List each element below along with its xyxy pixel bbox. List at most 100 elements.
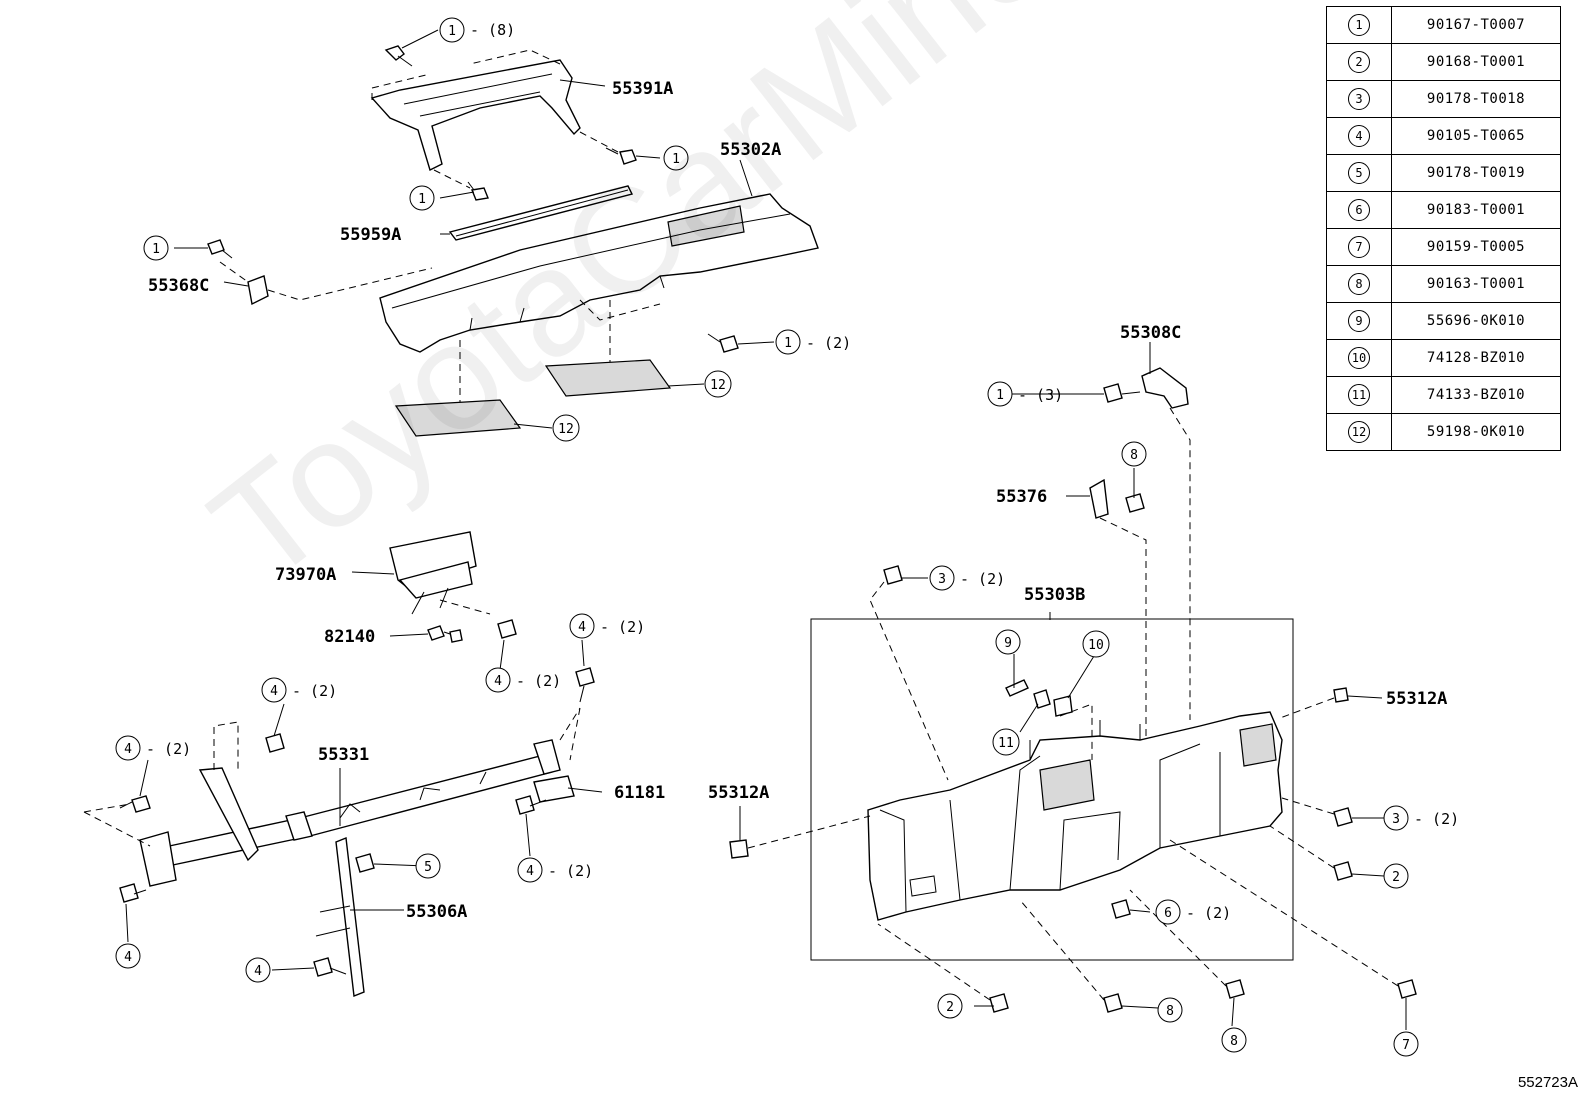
label-55331: 55331 <box>318 745 369 765</box>
callout-4-qty2-b: 4 - (2) <box>485 667 561 693</box>
panel-55303B <box>867 711 1283 921</box>
svg-text:1: 1 <box>996 388 1004 403</box>
svg-text:4: 4 <box>124 742 132 757</box>
callout-2-bottom: 2 <box>937 993 963 1019</box>
legend-part-number: 90163-T0001 <box>1391 265 1561 303</box>
bolt-55391A-right <box>605 147 637 165</box>
legend-part-number: 55696-0K010 <box>1391 302 1561 340</box>
callout-2-right: 2 <box>1383 863 1409 889</box>
bracket-55376 <box>1089 478 1109 519</box>
bolt-center-low <box>515 795 547 815</box>
legend-part-number: 90183-T0001 <box>1391 191 1561 229</box>
clip-6 <box>1111 899 1131 919</box>
legend-part-number: 90159-T0005 <box>1391 228 1561 266</box>
svg-text:10: 10 <box>1088 638 1104 653</box>
svg-text:- (8): - (8) <box>470 21 515 39</box>
callout-8-top: 8 <box>1121 441 1147 467</box>
label-55302A: 55302A <box>720 140 781 160</box>
bolt-bottom-left <box>313 957 347 977</box>
legend-part-number: 90167-T0007 <box>1391 6 1561 44</box>
bolt-airbag <box>497 619 517 639</box>
svg-text:11: 11 <box>998 736 1014 751</box>
bolt-55376 <box>1125 493 1145 513</box>
svg-text:4: 4 <box>578 620 586 635</box>
callout-4-a: 4 <box>115 943 141 969</box>
svg-text:8: 8 <box>1166 1004 1174 1019</box>
svg-text:2: 2 <box>1392 870 1400 885</box>
svg-text:7: 7 <box>1402 1038 1410 1053</box>
svg-text:4: 4 <box>526 864 534 879</box>
svg-text:1: 1 <box>418 192 426 207</box>
legend-ref: 10 <box>1348 347 1370 369</box>
pad-12-right <box>544 359 672 397</box>
callout-1-b: 1 <box>409 185 435 211</box>
callout-1-qty2: 1 - (2) <box>775 329 851 355</box>
svg-text:12: 12 <box>710 378 726 393</box>
bolt-center-top <box>575 667 595 703</box>
svg-text:- (2): - (2) <box>806 334 851 352</box>
legend-ref: 7 <box>1348 236 1370 258</box>
part-labels: 55391A 55302A 55959A 55368C 55308C 55376… <box>148 79 1447 922</box>
legend-part-number: 59198-0K010 <box>1391 413 1561 451</box>
bolt-2-bottom <box>877 923 1009 1013</box>
clip-55368C <box>219 261 433 306</box>
leader-lines <box>125 29 1407 1030</box>
clip-55312A-right <box>1279 687 1349 719</box>
label-55368C: 55368C <box>148 276 209 296</box>
clip-10 <box>1053 695 1073 717</box>
callout-4-qty2-d: 4 - (2) <box>115 735 191 761</box>
label-55376: 55376 <box>996 487 1047 507</box>
figure-code: 552723A <box>1517 1074 1578 1091</box>
svg-text:9: 9 <box>1004 636 1012 651</box>
legend-part-number: 90168-T0001 <box>1391 43 1561 81</box>
legend-ref: 8 <box>1348 273 1370 295</box>
callout-1-a: 1 <box>663 145 689 171</box>
bolt-2-right <box>1269 825 1353 881</box>
legend-row: 2 90168-T0001 <box>1326 43 1561 81</box>
callout-4-qty2-a: 4 - (2) <box>569 613 645 639</box>
label-55306A: 55306A <box>406 902 467 922</box>
bolt-8-bottom-a <box>1019 899 1123 1013</box>
callout-3-qty2-top: 3 - (2) <box>929 565 1005 591</box>
bolt-left-1 <box>119 795 151 813</box>
label-82140: 82140 <box>324 627 375 647</box>
bolt-55308C <box>1103 383 1141 403</box>
bracket-55391A <box>370 49 581 171</box>
legend-part-number: 90178-T0018 <box>1391 80 1561 118</box>
label-55312A-right: 55312A <box>1386 689 1447 709</box>
callout-5: 5 <box>415 853 441 879</box>
legend-ref: 12 <box>1348 421 1370 443</box>
callout-6-qty2: 6 - (2) <box>1155 899 1231 925</box>
legend-part-number: 90105-T0065 <box>1391 117 1561 155</box>
nut-3-right <box>1281 797 1353 827</box>
callout-7: 7 <box>1393 1031 1419 1057</box>
svg-text:- (2): - (2) <box>548 862 593 880</box>
label-55308C: 55308C <box>1120 323 1181 343</box>
bracket-55308C <box>1141 367 1189 409</box>
svg-text:- (3): - (3) <box>1018 386 1063 404</box>
legend-ref: 2 <box>1348 51 1370 73</box>
callout-1-c: 1 <box>143 235 169 261</box>
callout-12-left: 12 <box>552 414 580 442</box>
legend-part-number: 90178-T0019 <box>1391 154 1561 192</box>
clip-9 <box>1005 679 1029 697</box>
connector-82140 <box>427 625 463 643</box>
svg-text:- (2): - (2) <box>146 740 191 758</box>
svg-text:- (2): - (2) <box>960 570 1005 588</box>
callout-1-qty8: 1 - (8) <box>439 17 515 43</box>
callout-8-bottom-b: 8 <box>1221 1027 1247 1053</box>
callout-9: 9 <box>995 629 1021 655</box>
bolt-55391A-bottom <box>467 181 489 201</box>
panel-55302A <box>379 193 819 353</box>
nut-3-top <box>869 565 949 781</box>
legend-ref: 11 <box>1348 384 1370 406</box>
bolt-55368C <box>207 239 233 259</box>
strip-55959A <box>448 185 634 241</box>
